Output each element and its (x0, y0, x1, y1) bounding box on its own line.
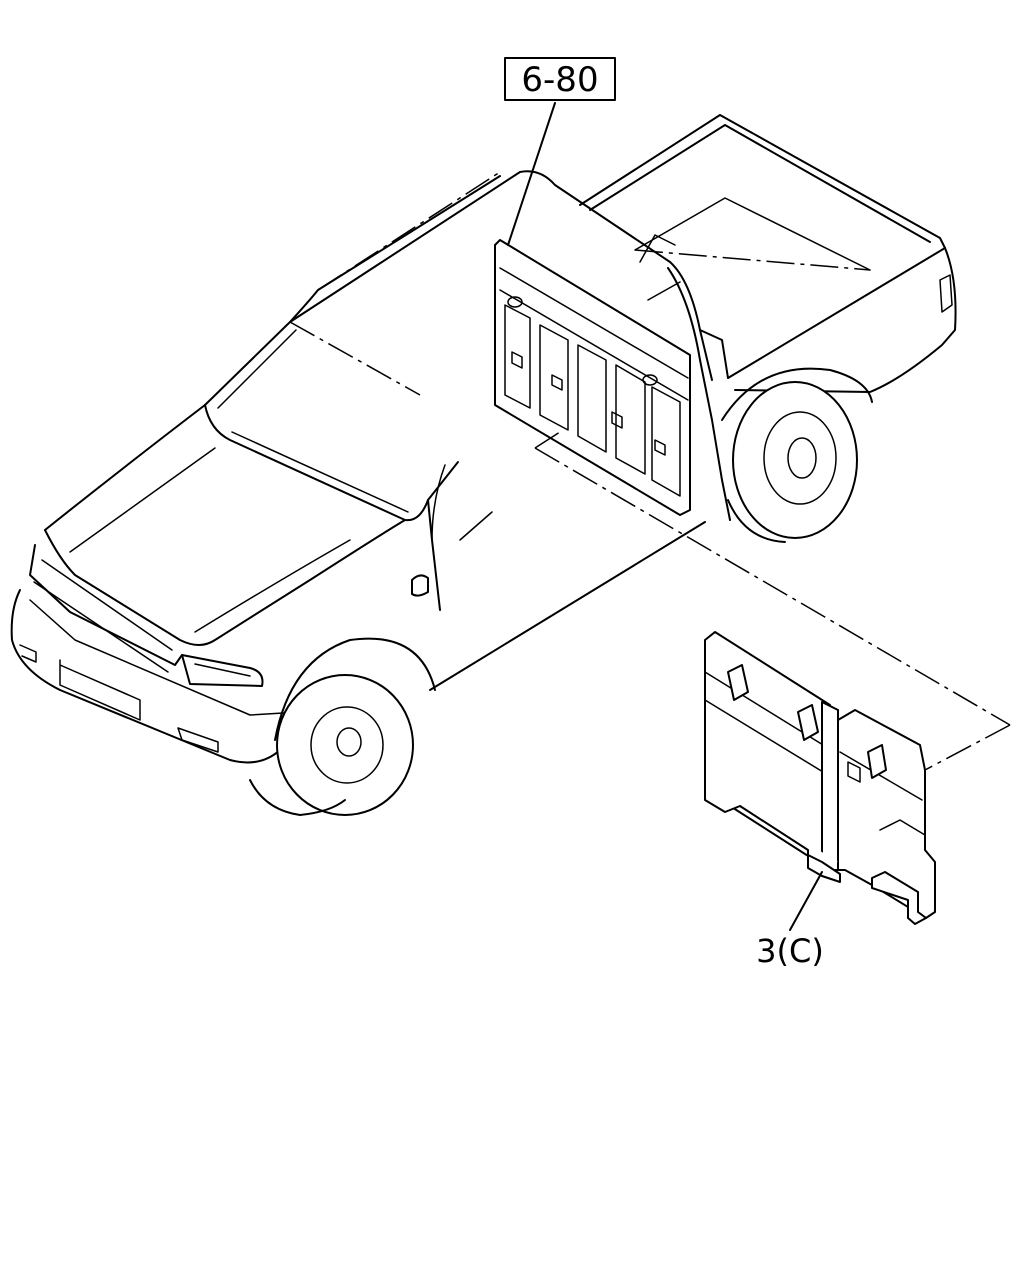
cab-rear-detail (639, 234, 681, 301)
bed-inner-rim (589, 124, 931, 243)
front-tire-tread (249, 779, 346, 816)
part-foot-center (807, 854, 841, 883)
front-wheel-arch (274, 637, 436, 741)
callout-ref-page: 6-80 (504, 57, 616, 246)
cab-outline (204, 170, 713, 406)
windshield-dash (289, 321, 421, 396)
bumper-vent (19, 644, 37, 663)
projection-dash-3 (534, 431, 561, 449)
windshield (204, 404, 459, 522)
part-right-section (837, 709, 936, 919)
part-insulator-panel (704, 631, 936, 925)
cab-roof-line (289, 175, 501, 323)
grille-bar-1 (41, 559, 173, 651)
bed-floor-line (634, 197, 871, 271)
front-rim (310, 706, 384, 784)
hood-front (44, 519, 406, 646)
part-right-slot (847, 761, 861, 783)
front-tire (276, 674, 414, 816)
front-hub (336, 727, 362, 757)
construction-lines (289, 114, 1011, 771)
callout-part-leader (789, 871, 823, 931)
pickup-truck-illustration (10, 114, 957, 816)
cab-roof-dash (317, 171, 501, 291)
grille (29, 544, 183, 666)
part-left-section (704, 631, 831, 871)
mirror (411, 574, 429, 597)
projection-dash-2 (924, 724, 1011, 771)
door-line (431, 464, 493, 541)
tail-light (939, 274, 953, 313)
cab-rear-edge (667, 267, 731, 521)
rear-hub (787, 437, 817, 479)
bed-dash-1 (719, 114, 941, 239)
part-right-ridge (839, 751, 923, 801)
front-bumper (10, 589, 301, 764)
callout-ref-page-leader (507, 102, 556, 246)
bumper-lower (59, 659, 141, 721)
callout-part-text: 3(C) (756, 932, 824, 970)
callout-part: 3(C) (756, 871, 824, 970)
a-pillar (427, 499, 441, 611)
fog-light (177, 727, 219, 753)
bed-dash-2 (634, 249, 871, 271)
part-right-notch (879, 819, 926, 836)
panel-slots (504, 304, 681, 497)
part-right-tab (867, 744, 887, 779)
tailgate (734, 247, 957, 393)
cab-rear-panel (494, 239, 691, 516)
projection-dash-1 (534, 447, 1011, 726)
panel-fastener-1 (507, 296, 523, 308)
hood-crease-left (69, 447, 216, 553)
grille-bar-2 (33, 581, 169, 673)
hood-crease-right (194, 539, 351, 633)
rear-tire-tread (727, 499, 786, 543)
headlight-lens (194, 663, 251, 677)
rear-rim (763, 411, 837, 505)
headlight (181, 654, 264, 687)
panel-fastener-2 (642, 374, 658, 386)
bumper-line (29, 599, 301, 716)
cab-rear-panel-outline (494, 239, 691, 516)
part-center-post (821, 701, 839, 871)
part-left-tab-1 (727, 664, 749, 701)
part-foot-right (871, 871, 927, 925)
bed-outline (579, 114, 946, 379)
rear-tire (732, 381, 858, 539)
callout-box (504, 57, 616, 101)
panel-clips (511, 351, 666, 456)
part-left-tab-2 (797, 704, 819, 741)
floor-dash (429, 521, 706, 691)
rear-wheel-arch (721, 367, 873, 421)
bed-side (699, 329, 729, 379)
hood (44, 404, 206, 531)
callout-ref-page-text: 6-80 (521, 60, 598, 100)
windshield-inner (217, 329, 409, 513)
